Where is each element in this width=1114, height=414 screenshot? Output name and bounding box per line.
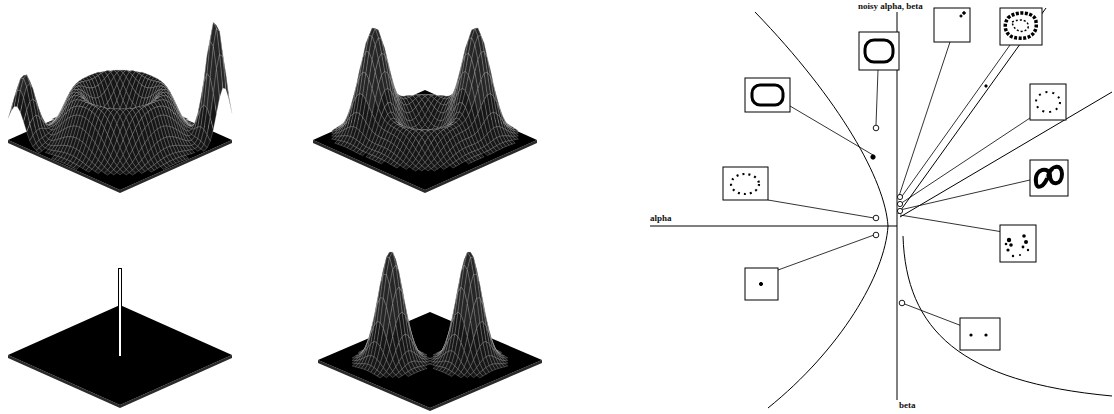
surface-plot bbox=[8, 22, 232, 193]
surface-mesh-cell bbox=[160, 165, 166, 170]
surface-mesh-cell bbox=[394, 113, 400, 124]
surface-mesh-cell bbox=[226, 74, 232, 113]
plot-base bbox=[8, 90, 232, 190]
surface-mesh-cell bbox=[111, 170, 117, 175]
surface-mesh-cell bbox=[195, 147, 201, 152]
surface-mesh-cell bbox=[148, 167, 154, 172]
surface-mesh-cell bbox=[95, 168, 101, 173]
surface-mesh-cell bbox=[86, 167, 92, 172]
surface-mesh-cell bbox=[36, 148, 42, 153]
surface-mesh-cell bbox=[360, 151, 366, 155]
surface-plot bbox=[313, 28, 537, 193]
surface-mesh-cell bbox=[73, 165, 79, 170]
surface-mesh-cell bbox=[117, 169, 123, 174]
surface-mesh-cell bbox=[450, 113, 456, 124]
surface-mesh-cell bbox=[73, 87, 79, 90]
surface-mesh-cell bbox=[160, 90, 166, 93]
surface-mesh-cell bbox=[129, 170, 135, 175]
plot-base bbox=[313, 90, 537, 190]
surface-mesh-cell bbox=[104, 170, 110, 175]
surface-plots bbox=[8, 22, 542, 411]
surface-mesh-cell bbox=[73, 90, 79, 93]
surface-mesh-cell bbox=[123, 170, 129, 175]
surface-mesh-cell bbox=[484, 151, 490, 155]
surface-mesh-cell bbox=[139, 168, 145, 173]
surface-mesh-cell bbox=[201, 144, 207, 151]
surface-mesh-cell bbox=[160, 87, 166, 90]
